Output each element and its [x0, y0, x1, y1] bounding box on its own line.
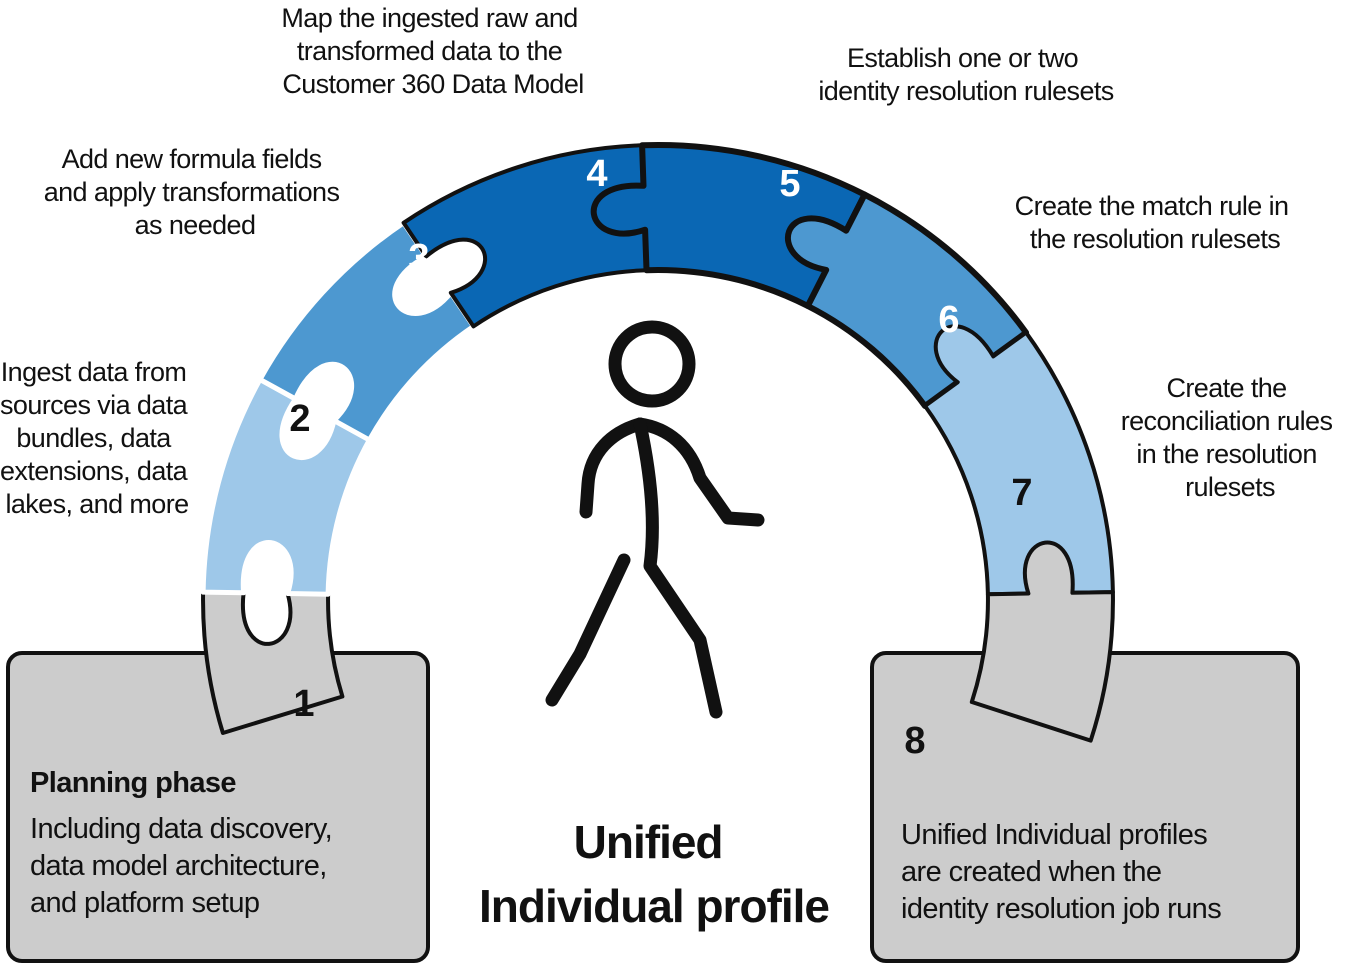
planning-description-line: and platform setup: [30, 887, 259, 919]
step-2-label-line: bundles, data: [16, 423, 172, 453]
step-8-number: 8: [904, 720, 925, 762]
step-2-number: 2: [289, 398, 310, 440]
planning-description-line: Including data discovery,: [30, 813, 332, 845]
step-2-label-line: extensions, data: [0, 456, 189, 486]
puzzle-arc: [200, 142, 1115, 743]
step-7-label-line: rulesets: [1185, 472, 1275, 502]
step-6-label-line: Create the match rule in: [1015, 191, 1289, 221]
result-description-line: are created when the: [901, 856, 1161, 888]
step-2-label: Ingest data from sources via data bundle…: [0, 357, 194, 519]
step-7-label-line: Create the: [1167, 373, 1287, 403]
step-1-number: 1: [293, 683, 314, 725]
puzzle-piece-1: [201, 590, 345, 735]
center-title-line: Individual profile: [479, 880, 829, 932]
step-7-number: 7: [1011, 472, 1032, 514]
step-2-label-line: Ingest data from: [1, 357, 187, 387]
step-6-label-line: the resolution rulesets: [1030, 224, 1280, 254]
step-2-label-line: sources via data: [0, 390, 189, 420]
step-2-label-line: lakes, and more: [5, 489, 188, 519]
step-5-label-line: Establish one or two: [847, 43, 1078, 73]
planning-description: Including data discovery, data model arc…: [30, 813, 340, 919]
walking-person-icon: [545, 320, 765, 719]
step-3-label-line: Add new formula fields: [62, 144, 322, 174]
step-3-label: Add new formula fields and apply transfo…: [44, 144, 347, 240]
step-3-number: 3: [408, 237, 429, 279]
step-5-label: Establish one or two identity resolution…: [818, 43, 1113, 106]
step-7-label-line: reconciliation rules: [1121, 406, 1333, 436]
planning-description-line: data model architecture,: [30, 850, 327, 882]
step-4-label-line: Customer 360 Data Model: [282, 69, 583, 99]
puzzle-piece-8: [969, 540, 1115, 743]
step-7-label-line: in the resolution: [1136, 439, 1316, 469]
result-description-line: Unified Individual profiles: [901, 819, 1207, 851]
step-6-label: Create the match rule in the resolution …: [1015, 191, 1296, 254]
step-7-label: Create the reconciliation rules in the r…: [1121, 373, 1340, 502]
step-5-label-line: identity resolution rulesets: [818, 76, 1113, 106]
step-4-label: Map the ingested raw and transformed dat…: [281, 3, 584, 99]
step-4-label-line: Map the ingested raw and: [281, 3, 577, 33]
result-description: Unified Individual profiles are created …: [901, 819, 1221, 925]
step-4-number: 4: [586, 153, 607, 195]
step-4-label-line: transformed data to the: [297, 36, 562, 66]
planning-heading: Planning phase: [30, 767, 236, 799]
step-3-label-line: as needed: [135, 210, 256, 240]
step-3-label-line: and apply transformations: [44, 177, 340, 207]
step-6-number: 6: [938, 299, 959, 341]
center-title-line: Unified: [574, 816, 723, 868]
center-title: Unified Individual profile: [479, 816, 829, 932]
result-description-line: identity resolution job runs: [901, 893, 1221, 925]
step-5-number: 5: [779, 163, 800, 205]
